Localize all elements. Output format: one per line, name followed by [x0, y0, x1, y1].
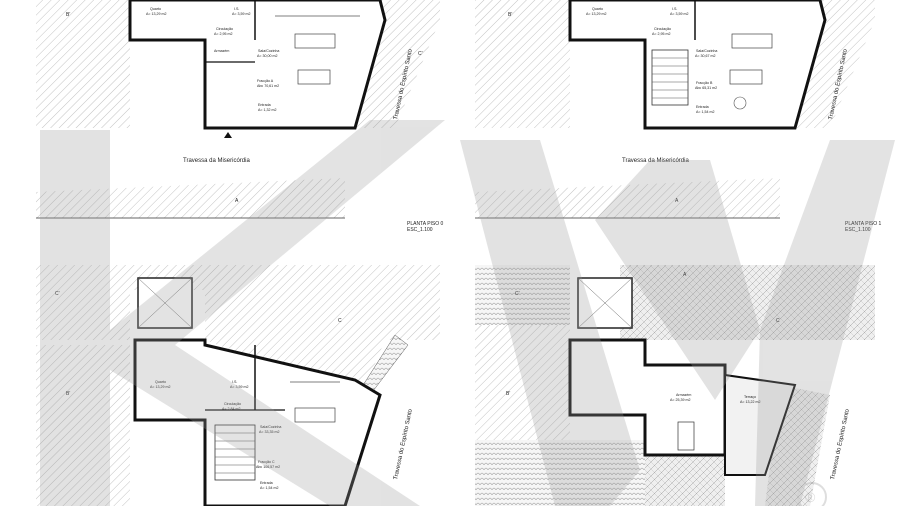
roof-tiles — [645, 455, 725, 506]
neighbor-hatch — [475, 0, 570, 128]
neighbor-hatch — [36, 345, 130, 506]
room-label: Sala/Cozinha — [260, 425, 281, 429]
room-label: Quarto — [155, 380, 166, 384]
room-area: A= 1,54 m2 — [260, 486, 278, 490]
table-icon — [294, 33, 336, 49]
room-label: Entrada — [260, 481, 273, 485]
panel-roof-floor: Armazém A= 25,39 m2 Terraço A= 13,22 m2 … — [475, 265, 875, 506]
staircase-icon — [214, 424, 256, 481]
entrance-arrow-icon — [224, 132, 232, 138]
roof-tiles — [475, 265, 570, 325]
neighbor-hatch-street — [36, 178, 345, 218]
section-mark: C' — [418, 51, 423, 57]
staircase-icon — [651, 49, 689, 106]
section-mark: B' — [66, 12, 70, 18]
room-area: A= 25,39 m2 — [670, 398, 690, 402]
room-label: Circulação — [216, 27, 233, 31]
building-outline — [568, 0, 827, 130]
room-label: Armazém — [676, 393, 691, 397]
section-mark: A — [675, 198, 679, 204]
room-label: Terraço — [744, 395, 756, 399]
street-label: Travessa da Misericórdia — [183, 158, 250, 164]
street-label-side: Travessa do Espírito Santo — [393, 408, 414, 480]
room-area: A= 13,29 m2 — [586, 12, 606, 16]
roof-tiles — [620, 265, 875, 340]
panel-first-floor: Quarto A= 13,29 m2 I.S. A= 3,59 m2 Circu… — [475, 0, 882, 233]
table-icon — [294, 407, 336, 423]
registered-mark: ® — [805, 489, 816, 505]
room-area: A= 33,35 m2 — [259, 430, 279, 434]
street-label-side: Travessa do Espírito Santo — [830, 408, 851, 480]
section-mark: C — [338, 318, 342, 324]
plan-scale: ESC_1.100 — [407, 227, 433, 233]
table-icon — [731, 33, 773, 49]
kw-watermark: ® — [40, 120, 895, 506]
section-mark: C — [776, 318, 780, 324]
room-area: A= 30,00 m2 — [257, 54, 277, 58]
neighbor-hatch — [36, 265, 440, 400]
room-label: Fracção C — [258, 460, 275, 464]
room-label: Armazém — [214, 49, 229, 53]
section-mark: C' — [515, 291, 520, 297]
room-label: Circulação — [654, 27, 671, 31]
room-area: Abc 106,57 m2 — [256, 465, 280, 469]
room-area: A= 2,95 m2 — [214, 32, 232, 36]
room-label: Fracção B — [696, 81, 713, 85]
room-label: Sala/Cozinha — [696, 49, 717, 53]
room-area: A= 30,67 m2 — [695, 54, 715, 58]
section-mark: C' — [55, 291, 60, 297]
room-area: A= 3,59 m2 — [230, 385, 248, 389]
room-area: A= 13,22 m2 — [740, 400, 760, 404]
plan-scale: ESC_1.100 — [845, 227, 871, 233]
room-area: A= 3,59 m2 — [232, 12, 250, 16]
plan-title: PLANTA PISO 1 — [845, 221, 882, 227]
room-label: Circulação — [224, 402, 241, 406]
street-label: Travessa da Misericórdia — [622, 158, 689, 164]
sofa-icon — [729, 69, 763, 85]
room-area: A= 3,59 m2 — [670, 12, 688, 16]
room-label: I.S. — [234, 7, 239, 11]
room-area: A= 2,95 m2 — [652, 32, 670, 36]
room-label: Entrada — [258, 103, 271, 107]
room-label: I.S. — [672, 7, 677, 11]
building-outline — [133, 338, 382, 506]
room-area: A= 13,29 m2 — [150, 385, 170, 389]
room-label: Fracção A — [257, 79, 274, 83]
plan-title: PLANTA PISO 0 — [407, 221, 444, 227]
section-mark: B' — [508, 12, 512, 18]
building-outline — [128, 0, 387, 130]
room-label: Quarto — [592, 7, 603, 11]
room-area: A= 2,84 m2 — [222, 407, 240, 411]
room-label: Quarto — [150, 7, 161, 11]
sofa-icon — [297, 69, 331, 85]
terrace-outline — [724, 373, 797, 476]
room-area: Abc 70,61 m2 — [257, 84, 279, 88]
staircase-icon — [677, 421, 695, 451]
room-label: I.S. — [232, 380, 237, 384]
room-area: A= 1,32 m2 — [258, 108, 276, 112]
roof-tiles — [475, 440, 645, 506]
section-mark: B' — [506, 391, 510, 397]
section-mark: B' — [66, 391, 70, 397]
panel-ground-floor: Quarto A= 13,29 m2 I.S. A= 3,59 m2 Circu… — [36, 0, 444, 233]
room-area: Abc 65,31 m2 — [695, 86, 717, 90]
section-mark: A — [683, 272, 687, 278]
room-label: Entrada — [696, 105, 709, 109]
neighbor-hatch-street — [475, 178, 780, 218]
room-label: Sala/Cozinha — [258, 49, 279, 53]
room-area: A= 13,29 m2 — [146, 12, 166, 16]
room-area: A= 1,54 m2 — [696, 110, 714, 114]
panel-second-floor: Quarto A= 13,29 m2 I.S. A= 3,59 m2 Circu… — [36, 265, 440, 506]
section-mark: A — [235, 198, 239, 204]
neighbor-hatch — [36, 0, 130, 128]
